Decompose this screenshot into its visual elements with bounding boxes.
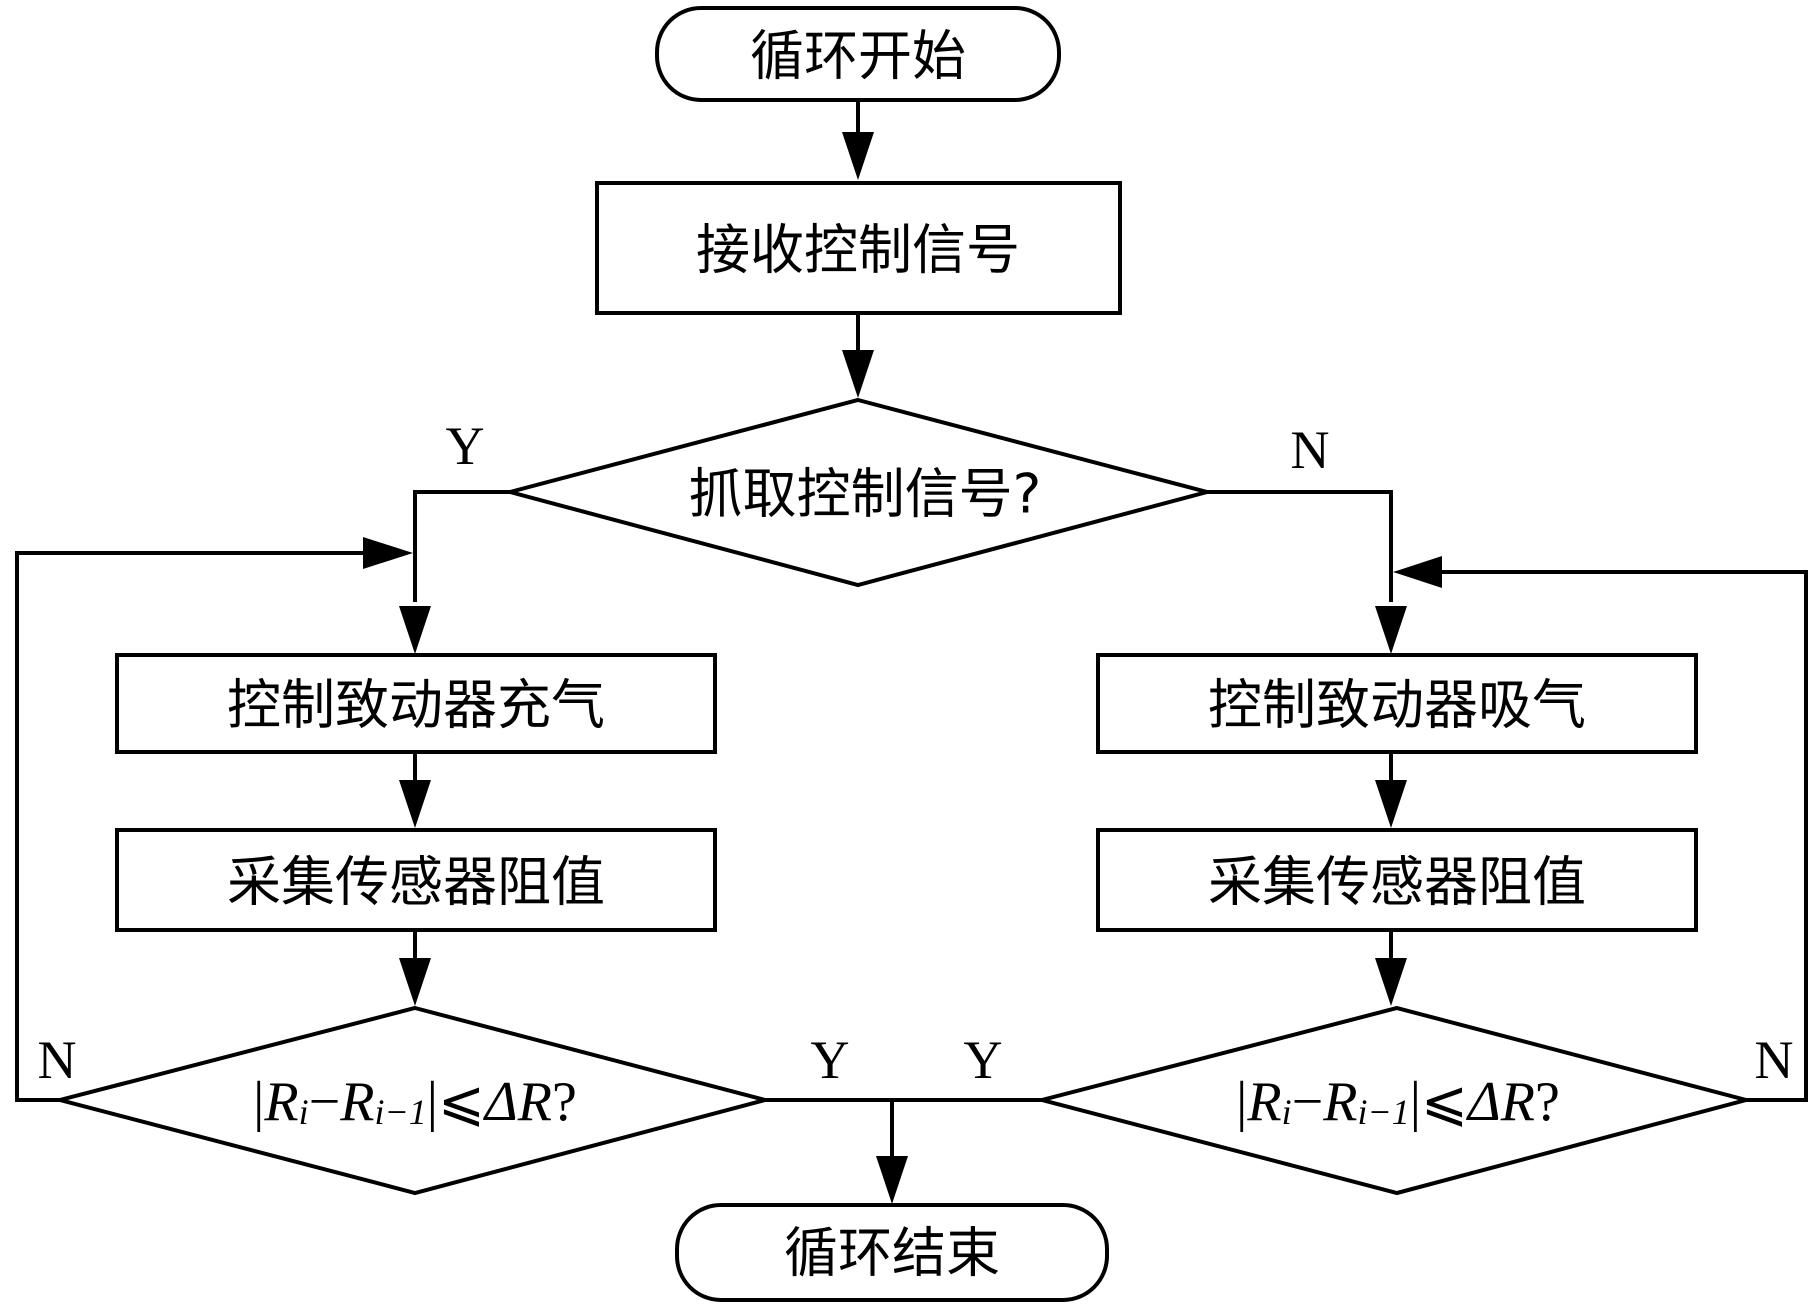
connector-decision-no (1207, 490, 1393, 602)
inflate-actuator-box (115, 653, 717, 754)
inflate-actuator-label: 控制致动器充气 (227, 674, 605, 737)
grab-signal-label: 抓取控制信号? (689, 463, 1042, 526)
arrowhead (1375, 958, 1407, 1006)
deflate-actuator-label: 控制致动器吸气 (1208, 674, 1586, 737)
deflate-actuator-box (1096, 653, 1698, 754)
yes-label-right: Y (964, 1030, 1003, 1090)
yes-label-left: Y (811, 1030, 850, 1090)
receive-signal-label: 接收控制信号 (696, 219, 1020, 282)
receive-signal-box (595, 181, 1122, 315)
collect-resistance-left-box (115, 828, 717, 932)
collect-resistance-right-box (1096, 828, 1698, 932)
connector-loop-left (15, 551, 365, 1102)
end-terminal (675, 1203, 1109, 1302)
connector-loop-right (1440, 570, 1808, 1102)
arrowhead (399, 780, 431, 828)
grab-signal-decision (502, 397, 1215, 588)
arrowhead (876, 1156, 908, 1204)
arrowhead (842, 132, 874, 180)
no-label-right: N (1755, 1030, 1794, 1090)
start-terminal (655, 6, 1061, 102)
start-label: 循环开始 (750, 25, 966, 88)
arrowhead (363, 537, 413, 569)
arrowhead (399, 606, 431, 654)
collect-resistance-left-label: 采集传感器阻值 (227, 851, 605, 914)
yes-label-top: Y (446, 416, 485, 476)
arrowhead (842, 350, 874, 398)
convergence-check-left-decision (52, 1005, 773, 1196)
end-label: 循环结束 (784, 1222, 1000, 1285)
arrowhead (1375, 606, 1407, 654)
no-label-left: N (38, 1030, 77, 1090)
convergence-check-right-decision (1034, 1005, 1754, 1196)
arrowhead (1375, 780, 1407, 828)
arrowhead (1393, 556, 1442, 588)
arrowhead (399, 958, 431, 1006)
connector-decision-yes (413, 490, 510, 602)
no-label-top: N (1291, 420, 1330, 480)
collect-resistance-right-label: 采集传感器阻值 (1208, 851, 1586, 914)
